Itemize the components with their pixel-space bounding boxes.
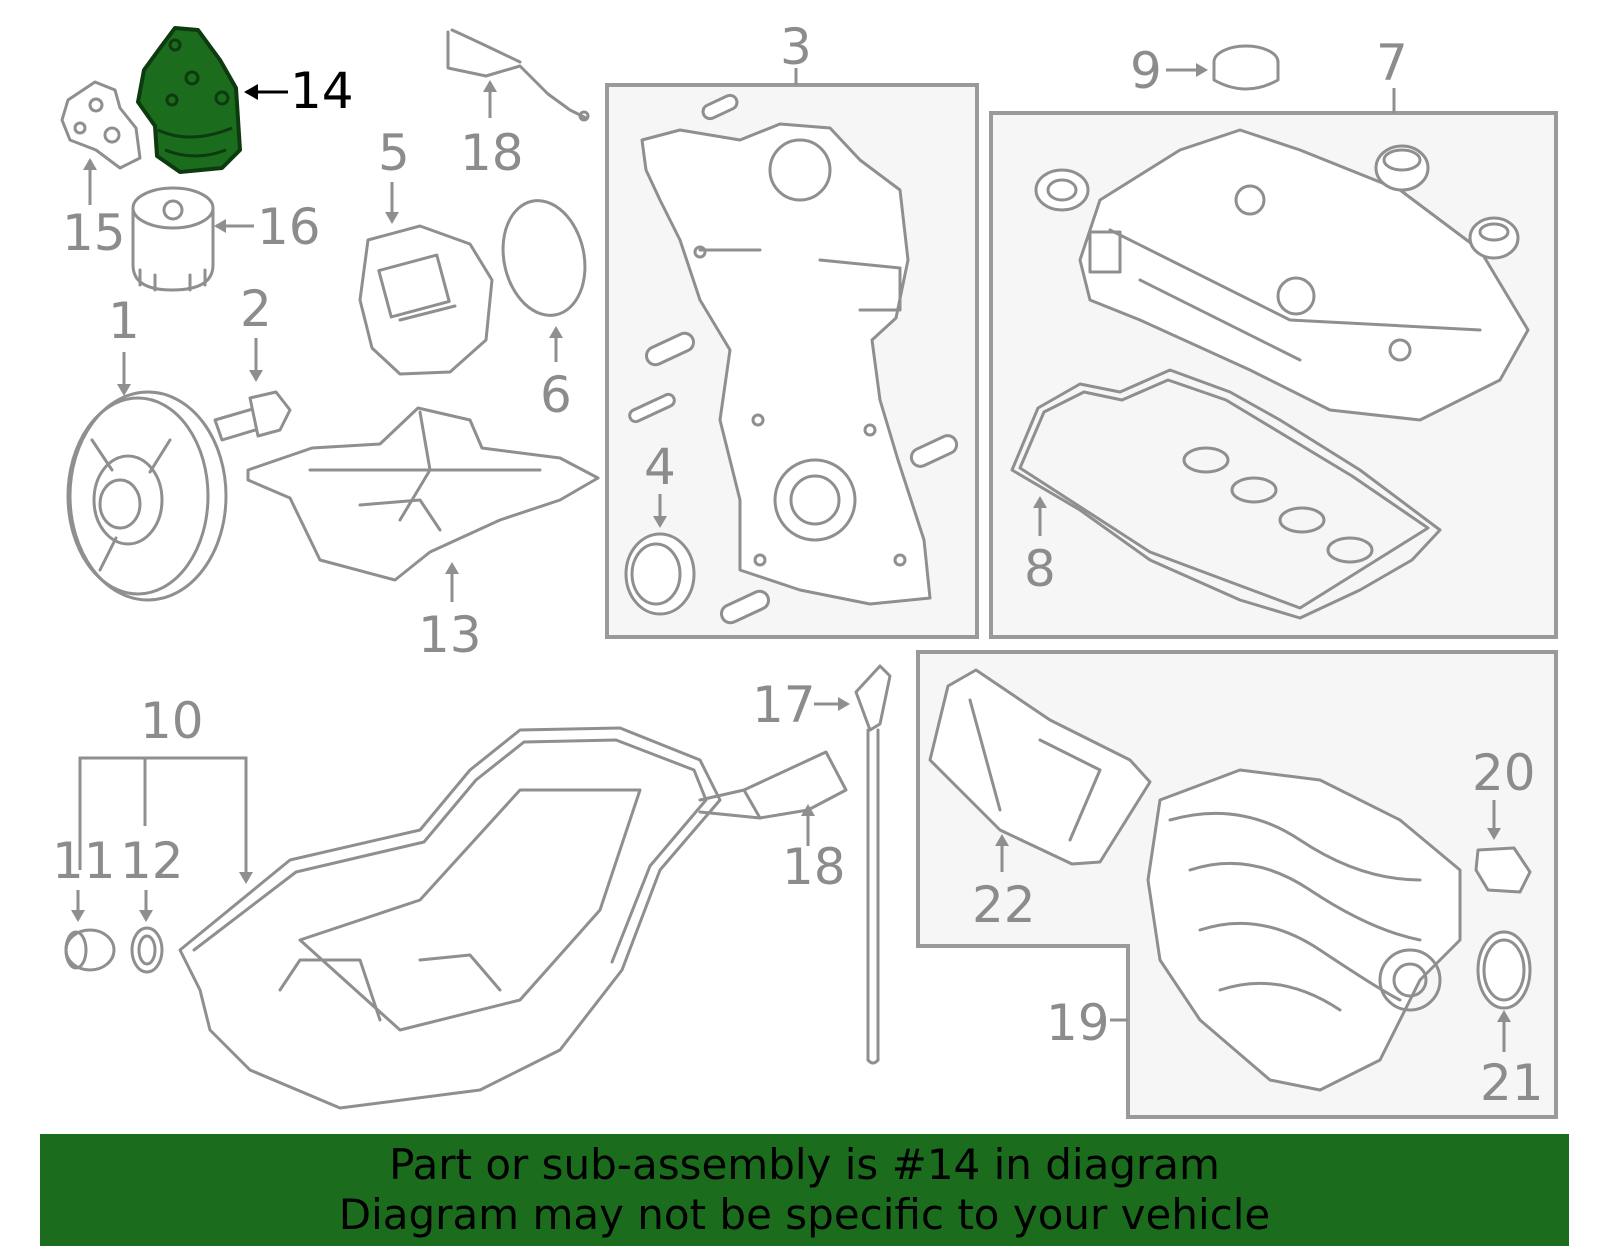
label-18-bottom: 18 [782, 838, 846, 896]
part-16-oil-filter[interactable] [131, 186, 215, 292]
part-15-gasket[interactable] [60, 80, 142, 170]
label-14: 14 [290, 62, 354, 120]
label-15: 15 [62, 204, 126, 262]
label-13: 13 [418, 606, 482, 664]
label-3: 3 [780, 18, 812, 76]
part-8-valve-cover-gasket[interactable] [1010, 368, 1442, 620]
label-11: 11 [52, 832, 116, 890]
label-5: 5 [378, 124, 410, 182]
part-7-valve-cover[interactable] [1078, 128, 1530, 422]
part-6-o-ring[interactable] [493, 193, 595, 323]
part-22-intake-shield[interactable] [928, 668, 1152, 866]
label-19: 19 [1046, 994, 1110, 1052]
label-21: 21 [1480, 1054, 1544, 1112]
part-10-oil-pan[interactable] [178, 726, 722, 1110]
label-17: 17 [752, 676, 816, 734]
banner-line-1: Part or sub-assembly is #14 in diagram [389, 1140, 1220, 1189]
part-4-front-seal[interactable] [624, 532, 696, 616]
label-7: 7 [1376, 34, 1408, 92]
label-20: 20 [1472, 744, 1536, 802]
label-22: 22 [972, 876, 1036, 934]
label-9: 9 [1130, 42, 1162, 100]
part-13-oil-baffle[interactable] [246, 406, 600, 582]
label-2: 2 [240, 280, 272, 338]
part-11-drain-plug[interactable] [64, 928, 116, 972]
part-20-gasket[interactable] [1474, 846, 1532, 894]
valve-cover-seals [1034, 144, 1520, 260]
part-19-intake-manifold[interactable] [1146, 768, 1462, 1092]
part-5-water-pump[interactable] [358, 224, 494, 376]
part-18-dipstick-tube-upper[interactable] [446, 28, 590, 122]
part-14-oil-filter-housing[interactable] [136, 26, 242, 174]
part-3-timing-chain-cover[interactable] [640, 122, 932, 606]
label-1: 1 [108, 292, 140, 350]
part-21-throttle-gasket[interactable] [1476, 930, 1532, 1010]
label-4: 4 [644, 438, 676, 496]
banner-line-2: Diagram may not be specific to your vehi… [338, 1190, 1271, 1239]
part-1-crank-pulley[interactable] [66, 390, 228, 602]
label-18-top: 18 [460, 124, 524, 182]
timing-cover-dowels [628, 93, 959, 625]
info-banner: Part or sub-assembly is #14 in diagram D… [40, 1134, 1569, 1246]
label-12: 12 [120, 832, 184, 890]
label-10: 10 [140, 692, 204, 750]
label-16: 16 [257, 198, 321, 256]
part-12-drain-washer[interactable] [130, 926, 164, 974]
part-17-dipstick[interactable] [854, 664, 892, 1065]
label-6: 6 [540, 366, 572, 424]
part-9-oil-filler-cap[interactable] [1212, 44, 1280, 91]
part-18-dipstick-tube-lower[interactable] [698, 750, 848, 820]
label-8: 8 [1024, 540, 1056, 598]
part-2-pulley-bolt[interactable] [213, 390, 292, 442]
